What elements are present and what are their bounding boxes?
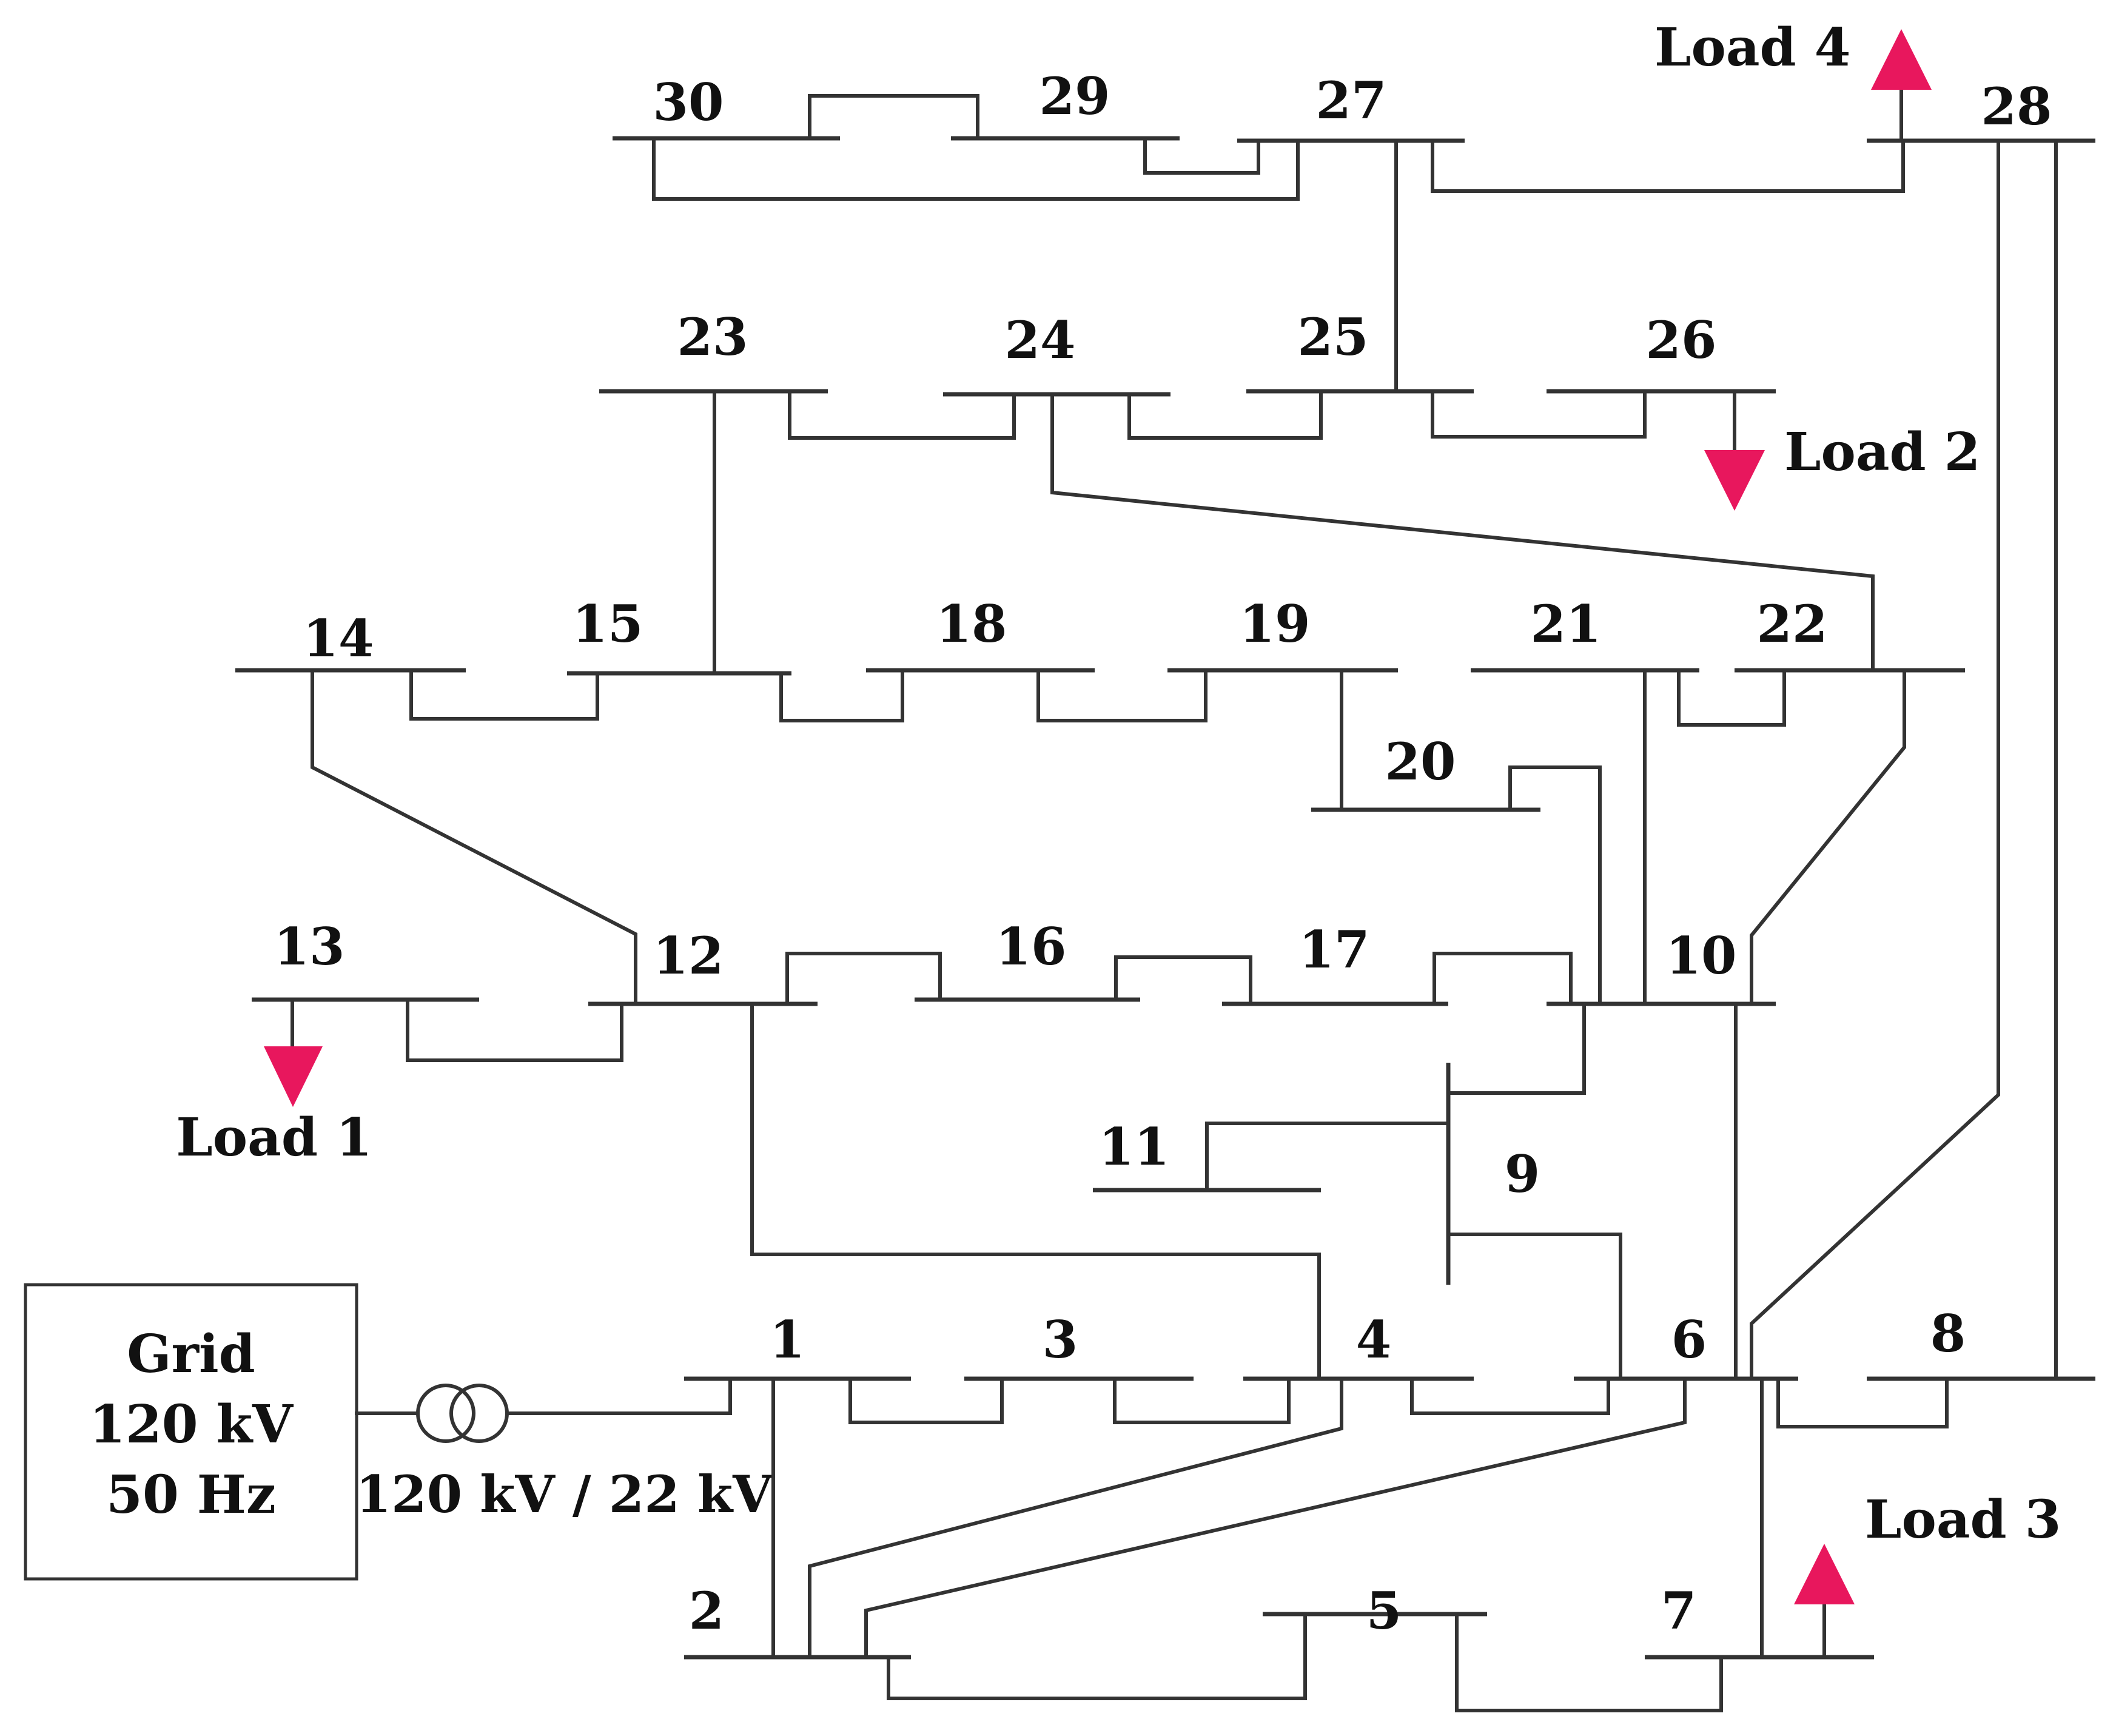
bus-label-8: 8 [1930, 1304, 1966, 1364]
transformer-icon [416, 1384, 509, 1443]
bus-label-12: 12 [653, 926, 724, 986]
load-4-label: Load 4 [1654, 17, 1850, 78]
load-1-label: Load 1 [176, 1107, 372, 1168]
bus-label-7: 7 [1661, 1581, 1696, 1641]
bus-label-4: 4 [1356, 1310, 1391, 1370]
bus-label-11: 11 [1099, 1117, 1170, 1177]
bus-label-5: 5 [1366, 1581, 1402, 1641]
bus-label-27: 27 [1316, 70, 1387, 130]
grid-frequency: 50 Hz [106, 1464, 276, 1526]
grid-label: Grid [127, 1324, 255, 1385]
branch-lines [311, 94, 2058, 1712]
load-2-label: Load 2 [1784, 422, 1980, 483]
bus-label-6: 6 [1671, 1310, 1707, 1370]
load-3-label: Load 3 [1865, 1489, 2061, 1550]
bus-label-23: 23 [677, 307, 748, 367]
transformer-label: 120 kV / 22 kV [356, 1464, 773, 1524]
bus-label-2: 2 [689, 1581, 724, 1641]
bus-label-1: 1 [770, 1310, 805, 1370]
grid-source-box [24, 1283, 358, 1581]
bus-label-13: 13 [274, 917, 345, 977]
bus-label-9: 9 [1505, 1144, 1540, 1204]
load-3: Load 3 [1794, 1489, 2061, 1659]
bus-label-24: 24 [1005, 310, 1076, 370]
load-2-arrow-icon [1704, 450, 1765, 511]
bus-label-14: 14 [303, 608, 374, 668]
bus-label-28: 28 [1981, 76, 2052, 136]
load-4: Load 4 [1654, 17, 1932, 143]
bus-label-15: 15 [573, 594, 643, 654]
bus-label-10: 10 [1666, 926, 1737, 986]
load-2: Load 2 [1704, 389, 1980, 511]
bus-label-22: 22 [1757, 594, 1828, 654]
bus-label-19: 19 [1240, 594, 1311, 654]
bus-label-26: 26 [1646, 310, 1717, 370]
bus-label-3: 3 [1043, 1310, 1078, 1370]
bus-label-30: 30 [653, 72, 724, 132]
load-3-arrow-icon [1794, 1544, 1855, 1604]
load-1-arrow-icon [264, 1046, 323, 1107]
grid-voltage: 120 kV [89, 1394, 294, 1455]
load-4-arrow-icon [1871, 29, 1932, 90]
bus-label-17: 17 [1299, 920, 1370, 980]
bus-label-21: 21 [1531, 594, 1602, 654]
bus-label-29: 29 [1040, 66, 1110, 126]
load-1: Load 1 [176, 998, 372, 1168]
bus-label-18: 18 [936, 594, 1007, 654]
bus-label-20: 20 [1385, 732, 1456, 792]
bus-label-16: 16 [996, 917, 1067, 977]
bus-label-25: 25 [1298, 307, 1369, 367]
